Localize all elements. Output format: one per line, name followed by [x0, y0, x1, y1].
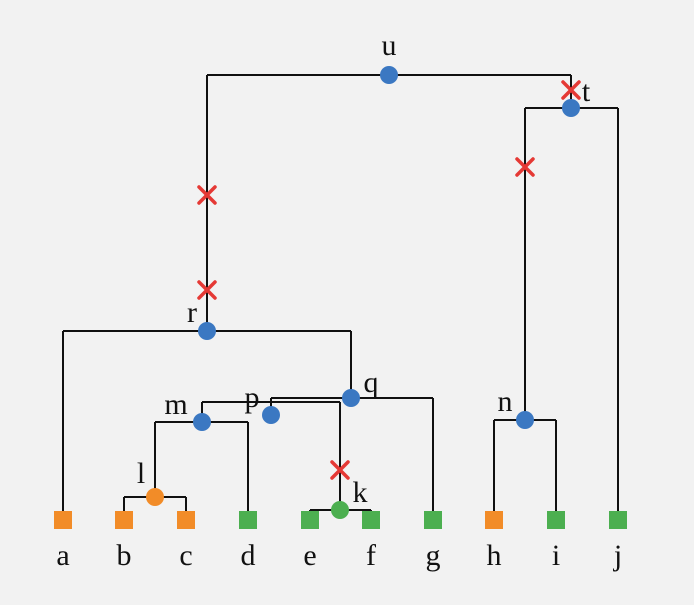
internal-node-t: [562, 99, 580, 117]
leaf-label-g: g: [426, 539, 441, 572]
leaf-label-d: d: [241, 539, 256, 572]
cross-mark-p-k: [330, 460, 350, 480]
cross-mark-u-t: [561, 80, 581, 100]
internal-node-k: [331, 501, 349, 519]
leaf-label-c: c: [179, 539, 192, 572]
leaf-label-b: b: [117, 539, 132, 572]
tree-edges: [62, 74, 619, 520]
leaf-node-j: [609, 511, 627, 529]
internal-node-n: [516, 411, 534, 429]
tree-nodes: [54, 66, 627, 529]
leaf-label-h: h: [487, 539, 502, 572]
internal-node-r: [198, 322, 216, 340]
leaf-node-e: [301, 511, 319, 529]
node-label-n: n: [498, 385, 513, 418]
node-label-u: u: [382, 29, 397, 62]
internal-node-m: [193, 413, 211, 431]
cross-mark-t-n: [515, 157, 535, 177]
internal-node-p: [262, 406, 280, 424]
leaf-node-i: [547, 511, 565, 529]
node-label-m: m: [164, 388, 187, 421]
cross-mark-u-r: [197, 280, 217, 300]
leaf-node-b: [115, 511, 133, 529]
internal-node-u: [380, 66, 398, 84]
leaf-label-e: e: [303, 539, 316, 572]
leaf-label-i: i: [552, 539, 560, 572]
edge-crosses: [197, 80, 581, 480]
leaf-node-c: [177, 511, 195, 529]
leaf-node-d: [239, 511, 257, 529]
leaf-label-f: f: [366, 539, 376, 572]
leaf-node-a: [54, 511, 72, 529]
node-label-r: r: [187, 296, 197, 329]
node-label-t: t: [582, 75, 591, 108]
node-label-k: k: [353, 476, 368, 509]
node-labels: u t r q p m l k n a b c d e f g h i j: [56, 29, 622, 572]
cross-mark-u-r: [197, 185, 217, 205]
leaf-label-j: j: [613, 539, 622, 572]
internal-node-q: [342, 389, 360, 407]
node-label-q: q: [364, 366, 379, 399]
node-label-l: l: [137, 457, 145, 490]
internal-node-l: [146, 488, 164, 506]
leaf-node-f: [362, 511, 380, 529]
leaf-node-h: [485, 511, 503, 529]
leaf-node-g: [424, 511, 442, 529]
node-label-p: p: [245, 381, 260, 414]
leaf-label-a: a: [56, 539, 69, 572]
